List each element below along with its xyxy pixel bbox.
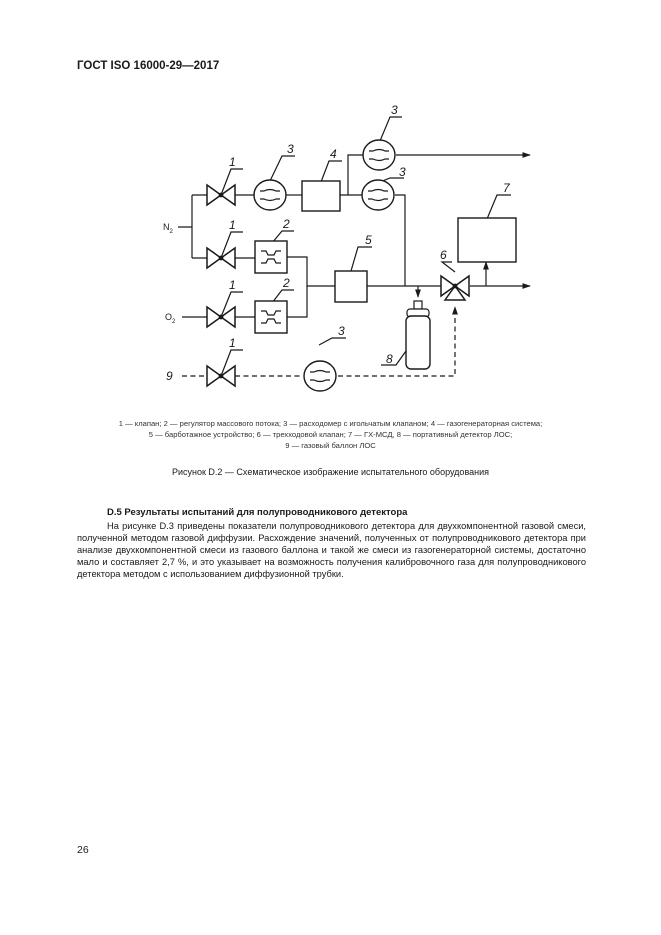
valve-label: 1 bbox=[229, 155, 236, 169]
gas-cylinder-label: 9 bbox=[166, 369, 173, 383]
gc-msd-label: 7 bbox=[503, 181, 511, 195]
regulator-label: 2 bbox=[282, 217, 290, 231]
flowmeter-label: 3 bbox=[338, 324, 345, 338]
document-header: ГОСТ ISO 16000-29—2017 bbox=[77, 60, 220, 72]
valve-label: 1 bbox=[229, 336, 236, 350]
legend-line: 5 — барботажное устройство; 6 — трехходо… bbox=[148, 430, 513, 439]
legend-line: 9 — газовый баллон ЛОС bbox=[285, 441, 376, 450]
test-equipment-diagram: N2 O2 1 1 1 1 2 2 3 3 3 3 4 5 6 7 8 9 bbox=[163, 103, 531, 392]
legend-line: 1 — клапан; 2 — регулятор массового пото… bbox=[118, 419, 543, 428]
section-body: На рисунке D.3 приведены показатели полу… bbox=[77, 520, 586, 580]
figure-legend: 1 — клапан; 2 — регулятор массового пото… bbox=[60, 418, 601, 451]
portable-detector-label: 8 bbox=[386, 352, 393, 366]
n2-inlet-label: N2 bbox=[163, 222, 174, 235]
valve-label: 1 bbox=[229, 278, 236, 292]
paragraph: На рисунке D.3 приведены показатели полу… bbox=[77, 521, 586, 579]
gas-generator-label: 4 bbox=[330, 147, 337, 161]
bubbler-label: 5 bbox=[365, 233, 372, 247]
flowmeter-label: 3 bbox=[391, 103, 398, 117]
regulator-label: 2 bbox=[282, 276, 290, 290]
flowmeter-label: 3 bbox=[287, 142, 294, 156]
valve-label: 1 bbox=[229, 218, 236, 232]
figure-caption: Рисунок D.2 — Схематическое изображение … bbox=[171, 467, 489, 477]
three-way-valve-label: 6 bbox=[440, 248, 447, 262]
o2-inlet-label: O2 bbox=[165, 312, 176, 325]
page-number: 26 bbox=[77, 844, 89, 856]
section-title: D.5 Результаты испытаний для полупроводн… bbox=[107, 507, 408, 518]
flowmeter-label: 3 bbox=[399, 165, 406, 179]
